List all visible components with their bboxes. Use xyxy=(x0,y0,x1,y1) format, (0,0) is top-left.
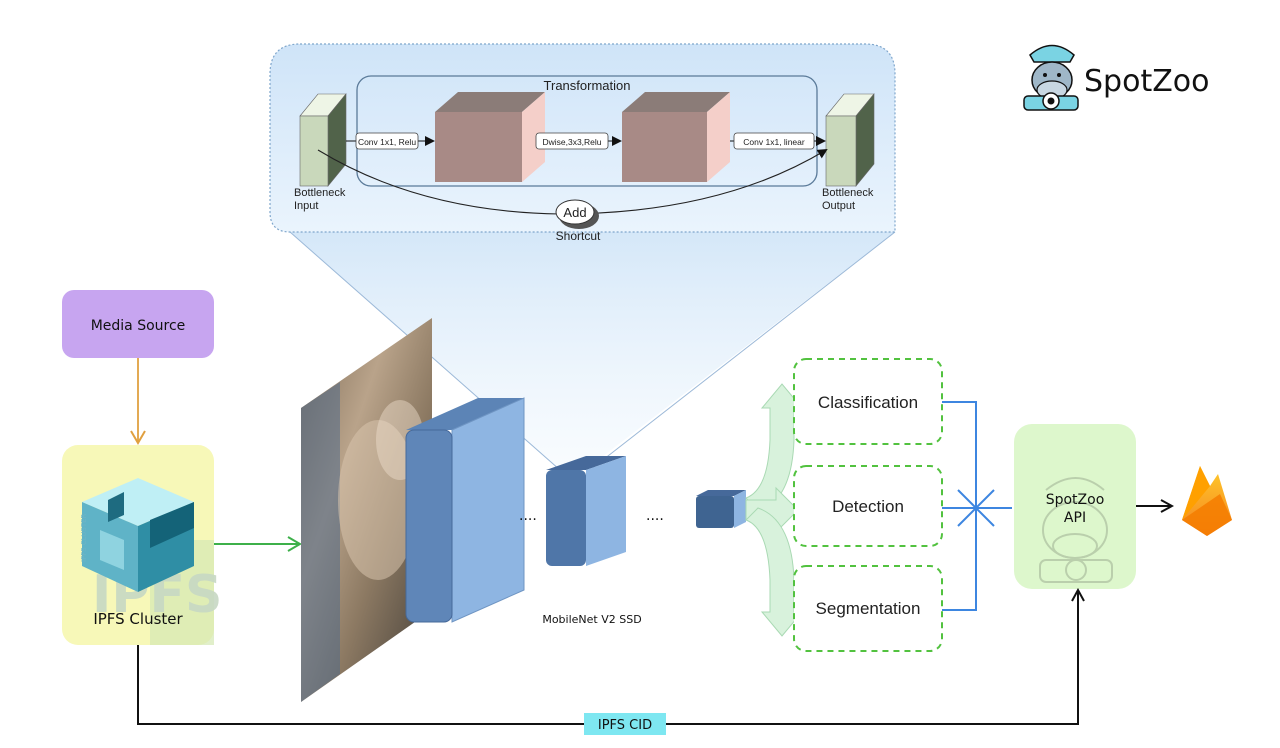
media-source-label: Media Source xyxy=(91,318,186,334)
ipfs-side-text: IPFS CLUSTER xyxy=(80,513,88,562)
ipfs-cid-badge xyxy=(584,713,666,735)
transformation-title: Transformation xyxy=(544,78,631,93)
input-image xyxy=(301,318,432,702)
op-label-1: Conv 1x1, Relu xyxy=(358,137,416,147)
shortcut-label: Shortcut xyxy=(556,229,601,243)
detection-box xyxy=(793,465,943,547)
classification-box xyxy=(793,358,943,445)
op-label-2: Dwise,3x3,Relu xyxy=(542,137,601,147)
expansion-cube-2 xyxy=(622,92,730,182)
bottleneck-input-block xyxy=(299,93,347,187)
op-label-box-1 xyxy=(355,132,419,150)
brand-name: SpotZoo xyxy=(1084,64,1209,99)
bottleneck-zoom-panel: Transformation Conv 1x1, xyxy=(269,43,896,243)
api-label-1: SpotZoo xyxy=(1046,492,1105,508)
add-node xyxy=(555,199,595,225)
bottleneck-input-label-1: Bottleneck xyxy=(294,187,346,199)
spotzoo-api-node: SpotZoo API xyxy=(1014,424,1136,589)
spotzoo-logo: SpotZoo xyxy=(1023,44,1209,111)
add-label: Add xyxy=(563,205,586,220)
op-label-3: Conv 1x1, linear xyxy=(743,137,805,147)
conv-block-medium xyxy=(546,456,626,566)
ipfs-cube-icon xyxy=(82,478,194,592)
bottleneck-output-label-2: Output xyxy=(822,200,855,212)
conv-block-large xyxy=(405,397,525,623)
api-mascot-watermark-icon xyxy=(1039,477,1113,583)
ellipsis-2: .... xyxy=(646,508,664,524)
expansion-cube-1 xyxy=(435,92,545,182)
bottleneck-output-block xyxy=(825,93,875,187)
media-source-box xyxy=(62,290,214,358)
segmentation-label: Segmentation xyxy=(816,599,921,618)
classification-label: Classification xyxy=(818,393,918,412)
task-branch-arrows xyxy=(745,383,804,637)
hippo-mascot-icon xyxy=(1023,44,1079,111)
zoom-edge-right xyxy=(589,231,896,471)
ipfs-cluster-node: IPFS IPFS CLUSTER IPFS Cluster xyxy=(62,445,222,645)
network-label: MobileNet V2 SSD xyxy=(542,613,641,626)
ipfs-cluster-label: IPFS Cluster xyxy=(93,610,183,628)
op-label-box-2 xyxy=(535,132,609,150)
task-to-api-lines xyxy=(942,401,1012,611)
bottleneck-output-label-1: Bottleneck xyxy=(822,187,874,199)
api-label-2: API xyxy=(1064,510,1086,526)
bottleneck-input-label-2: Input xyxy=(294,200,318,212)
op-label-box-3 xyxy=(733,132,815,150)
transformation-box xyxy=(356,75,818,187)
ellipsis-1: .... xyxy=(519,508,537,524)
segmentation-box xyxy=(793,565,943,652)
firebase-icon xyxy=(1182,466,1232,536)
conv-block-small xyxy=(696,490,746,528)
zoom-projection xyxy=(290,232,895,470)
detection-label: Detection xyxy=(832,497,904,516)
ipfs-cid-label: IPFS CID xyxy=(598,718,652,733)
